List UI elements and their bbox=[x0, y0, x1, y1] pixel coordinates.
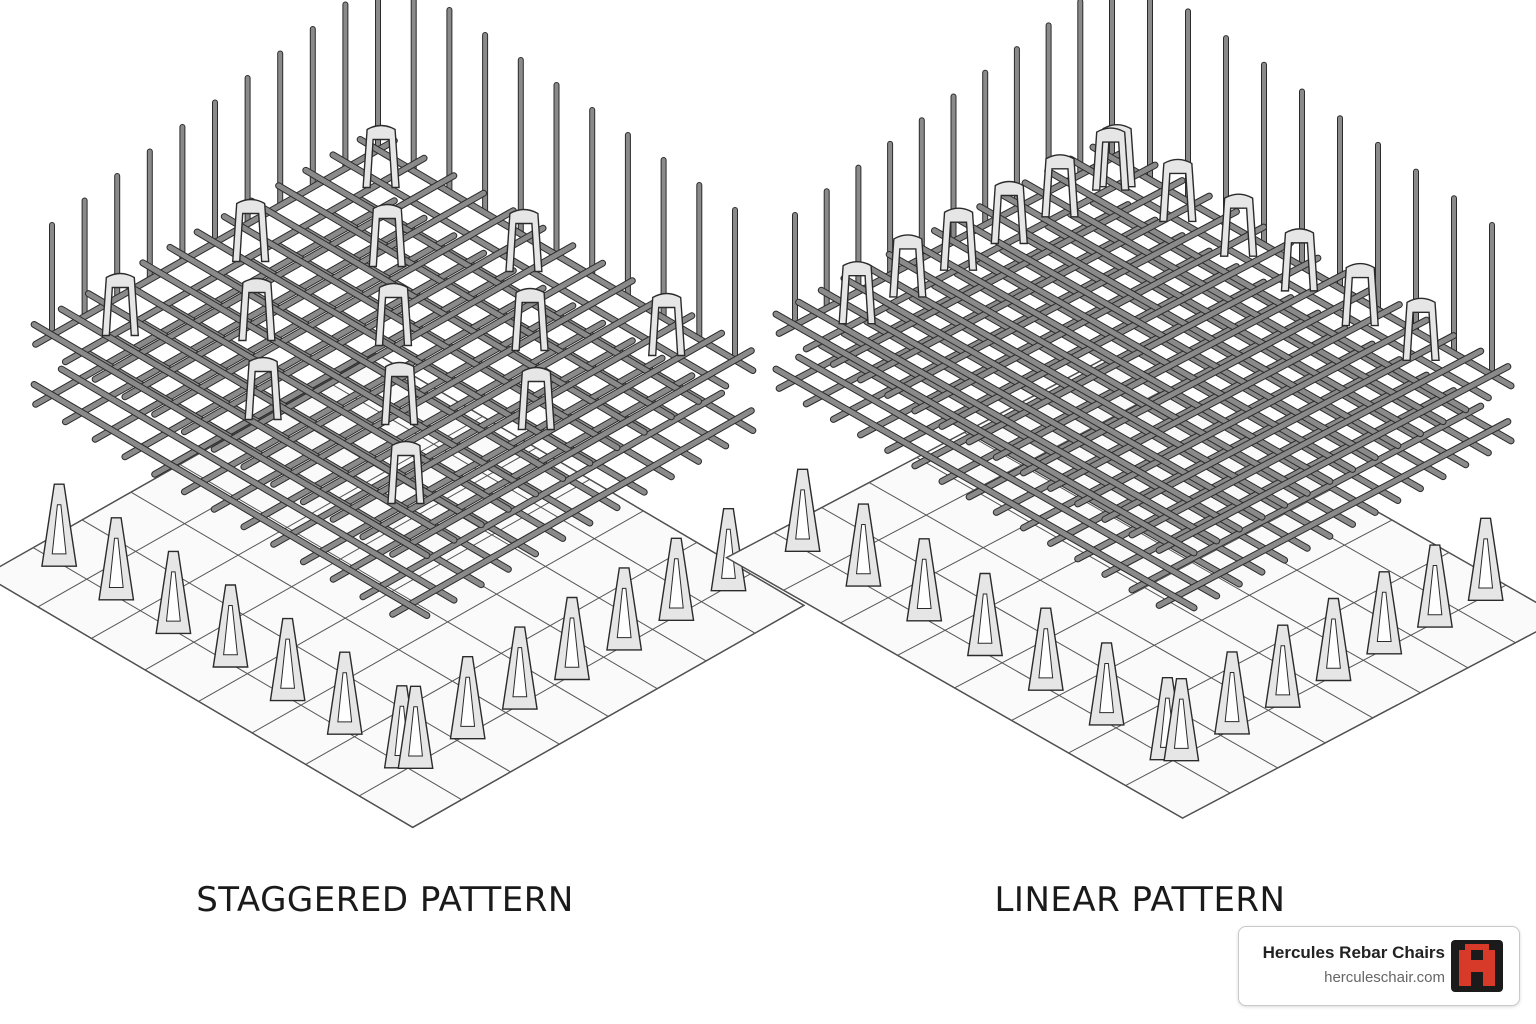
rebar-chair-window bbox=[408, 706, 423, 757]
upper-mat-bar-fill bbox=[773, 311, 1197, 556]
upper-rebar-chair bbox=[387, 440, 425, 505]
upper-rebar-chair bbox=[1091, 127, 1130, 191]
upper-rebar-chair bbox=[368, 203, 407, 268]
slab-grid-line bbox=[130, 491, 560, 745]
rebar-chair-window bbox=[668, 558, 684, 609]
lower-mat-bar-fill bbox=[31, 382, 430, 618]
rebar-chair-window bbox=[616, 587, 632, 639]
slab-grid-line bbox=[1182, 631, 1536, 819]
brand-url[interactable]: herculeschair.com bbox=[1324, 969, 1445, 986]
lower-mat-bar-fill bbox=[1156, 419, 1511, 608]
upper-rebar-chair bbox=[838, 260, 876, 325]
rebar-chair-window bbox=[1326, 618, 1341, 669]
upper-mat-bar-fill bbox=[113, 275, 511, 512]
upper-rebar-chair bbox=[374, 282, 413, 347]
slab-grid-line bbox=[179, 463, 609, 717]
upper-rebar-chair bbox=[939, 207, 978, 271]
upper-rebar-chair bbox=[1041, 154, 1079, 218]
rebar-chair-window bbox=[108, 537, 124, 588]
slab-grid-line bbox=[916, 457, 1374, 719]
rebar-chair-window bbox=[977, 593, 993, 644]
lower-mat-bar-fill bbox=[796, 354, 1220, 599]
upper-mat-bar-fill bbox=[886, 252, 1310, 496]
slab-grid-line bbox=[305, 541, 698, 765]
slab-grid-line bbox=[412, 604, 805, 828]
upper-mat-bar-fill bbox=[841, 275, 1265, 520]
staggered-pattern-caption: STAGGERED PATTERN bbox=[196, 880, 574, 920]
upper-mat-bar-fill bbox=[932, 228, 1355, 472]
rebar-chair-window bbox=[1173, 698, 1189, 749]
upper-mat-bar-fill bbox=[818, 287, 1242, 532]
rebar-chair-window bbox=[1427, 565, 1443, 616]
slab-grid-line bbox=[251, 510, 644, 734]
rebar-chair-window bbox=[1099, 662, 1115, 714]
rebar-chair-window bbox=[165, 571, 181, 622]
slab-grid-line bbox=[0, 584, 413, 828]
upper-rebar-chair bbox=[1402, 297, 1440, 362]
rebar-chair-window bbox=[223, 605, 238, 656]
rebar-chair-window bbox=[51, 504, 67, 555]
slab-grid-line bbox=[1011, 519, 1393, 721]
slab-grid-line bbox=[726, 557, 1183, 819]
upper-rebar-chair bbox=[1280, 228, 1319, 292]
staggered-pattern-illustration bbox=[0, 0, 806, 829]
upper-rebar-chair bbox=[1219, 193, 1258, 257]
hercules-logo-icon bbox=[1451, 940, 1503, 992]
upper-rebar-chair bbox=[244, 356, 282, 421]
upper-mat-bar-fill bbox=[864, 263, 1288, 508]
lower-mat-bar-fill bbox=[773, 366, 1197, 611]
upper-rebar-chair bbox=[101, 272, 140, 337]
rebar-chair-window bbox=[1478, 538, 1494, 589]
upper-rebar-chair bbox=[647, 292, 686, 357]
upper-rebar-chair bbox=[238, 277, 276, 342]
upper-rebar-chair bbox=[380, 361, 419, 426]
upper-rebar-chair bbox=[362, 124, 400, 189]
upper-mat-bar-fill bbox=[271, 278, 635, 487]
rebar-chair-window bbox=[1275, 645, 1291, 696]
upper-rebar-chair bbox=[889, 234, 927, 298]
rebar-chair-window bbox=[855, 524, 871, 575]
upper-mat-bar-fill bbox=[796, 299, 1220, 544]
upper-rebar-chair bbox=[231, 198, 270, 263]
upper-rebar-chair bbox=[511, 287, 549, 352]
upper-mat-bar-fill bbox=[300, 295, 665, 505]
upper-rebar-chair bbox=[990, 180, 1028, 245]
rebar-chair-window bbox=[1038, 628, 1054, 679]
upper-rebar-chair bbox=[1341, 262, 1379, 327]
rebar-chair-window bbox=[916, 558, 932, 609]
lower-mat-bar-fill bbox=[390, 408, 754, 617]
slab-grid-line bbox=[868, 482, 1326, 744]
upper-mat-bar-fill bbox=[390, 348, 754, 557]
brand-badge[interactable]: Hercules Rebar Chairs herculeschair.com bbox=[1238, 926, 1520, 1006]
lower-mat-bar-fill bbox=[58, 366, 457, 603]
brand-name: Hercules Rebar Chairs bbox=[1262, 943, 1445, 962]
linear-pattern-caption: LINEAR PATTERN bbox=[994, 880, 1286, 920]
lower-mat-bar-fill bbox=[1129, 403, 1484, 593]
upper-mat-bar-fill bbox=[167, 244, 566, 481]
rebar-chair-window bbox=[512, 647, 528, 698]
upper-rebar-chair bbox=[517, 366, 556, 431]
upper-mat-bar-fill bbox=[1156, 364, 1511, 553]
rebar-chair-window bbox=[460, 676, 476, 727]
lower-mat-bar-fill bbox=[360, 390, 725, 600]
rebar-chair-window bbox=[721, 528, 736, 579]
upper-rebar-chair bbox=[505, 208, 543, 273]
upper-mat-bar-fill bbox=[909, 240, 1333, 484]
linear-pattern-illustration bbox=[725, 0, 1536, 819]
upper-mat-bar-fill bbox=[1129, 348, 1484, 538]
upper-mat-bar-fill bbox=[140, 260, 539, 497]
rebar-chair-window bbox=[280, 638, 296, 689]
rebar-chair-window bbox=[564, 617, 580, 668]
upper-rebar-chair bbox=[1159, 158, 1197, 223]
rebar-chair-window bbox=[1376, 591, 1392, 642]
rebar-chair-window bbox=[1224, 671, 1240, 723]
upper-mat-bar-fill bbox=[31, 322, 430, 558]
rebar-chair-window bbox=[795, 489, 811, 540]
rebar-chair-window bbox=[337, 672, 353, 723]
